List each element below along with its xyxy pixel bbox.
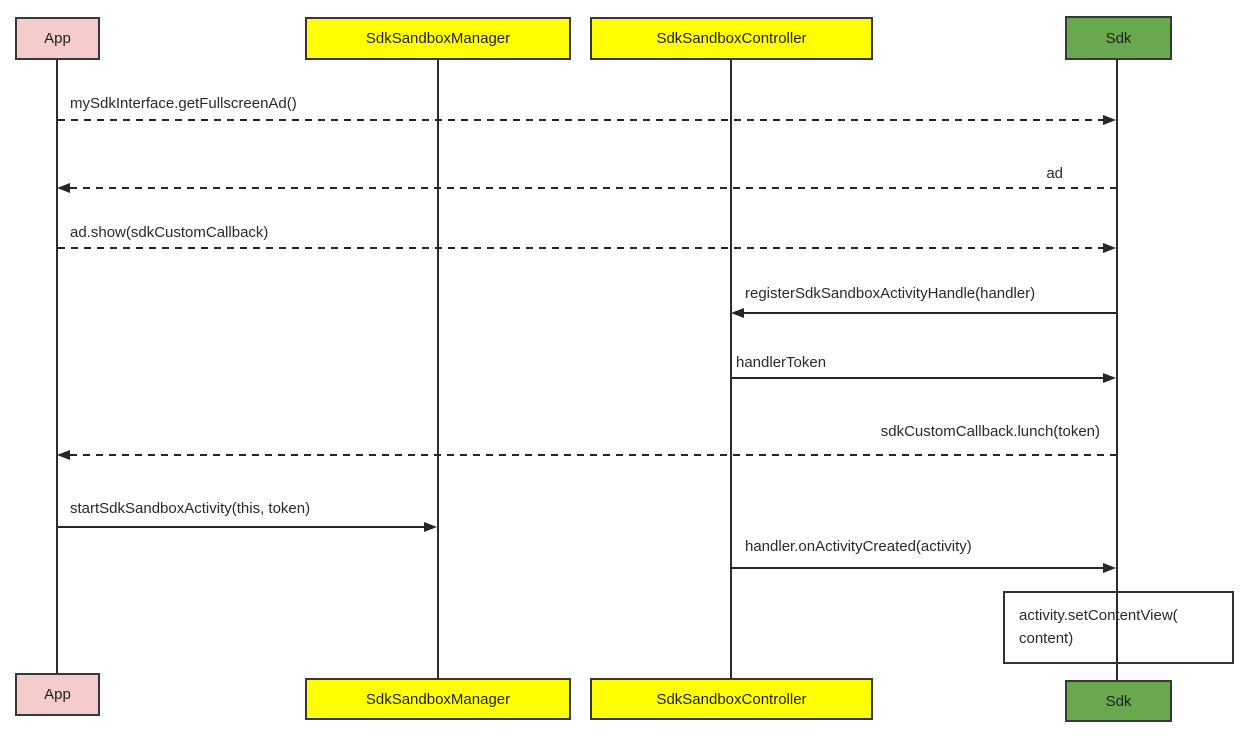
msg-1-arrowhead-right-icon [1103, 115, 1116, 125]
msg-2-arrowhead-left-icon [57, 183, 70, 193]
participant-app-bottom: App [15, 673, 100, 716]
msg-5-arrowhead-right-icon [1103, 373, 1116, 383]
participant-sdk-bottom: Sdk [1065, 680, 1172, 722]
msg-6-line [70, 454, 1117, 456]
msg-7-start-activity-label: startSdkSandboxActivity(this, token) [70, 500, 311, 517]
note-line-2: content) [1019, 630, 1074, 647]
msg-5-handler-token-label: handlerToken [736, 354, 827, 371]
msg-1-get-fullscreen-ad-label: mySdkInterface.getFullscreenAd() [70, 95, 297, 112]
msg-2-ad-label: ad [1046, 165, 1063, 182]
msg-8-arrowhead-right-icon [1103, 563, 1116, 573]
msg-4-register-handle-label: registerSdkSandboxActivityHandle(handler… [745, 285, 1036, 302]
note-set-content-view: activity.setContentView( content) [1003, 591, 1234, 664]
note-line-1: activity.setContentView( [1019, 607, 1178, 624]
participant-app-top: App [15, 17, 100, 60]
msg-3-ad-show-label: ad.show(sdkCustomCallback) [70, 224, 269, 241]
participant-sdksandboxmanager-label: SdkSandboxManager [365, 690, 511, 708]
participant-sdksandboxcontroller-top: SdkSandboxController [590, 17, 873, 60]
lifeline-sdk [1116, 60, 1118, 680]
msg-4-line [743, 312, 1117, 314]
participant-sdksandboxmanager-bottom: SdkSandboxManager [305, 678, 571, 720]
participant-app-label: App [44, 686, 71, 703]
msg-5-line [732, 377, 1105, 379]
lifeline-app [56, 60, 58, 673]
msg-1-line [58, 119, 1105, 121]
participant-sdk-label: Sdk [1105, 692, 1132, 710]
lifeline-sdksandboxcontroller [730, 59, 732, 678]
participant-sdk-label: Sdk [1105, 29, 1132, 47]
participant-sdksandboxmanager-top: SdkSandboxManager [305, 17, 571, 60]
msg-2-line [70, 187, 1117, 189]
participant-app-label: App [44, 30, 71, 47]
msg-4-arrowhead-left-icon [731, 308, 744, 318]
msg-7-arrowhead-right-icon [424, 522, 437, 532]
participant-sdksandboxcontroller-label: SdkSandboxController [656, 690, 807, 708]
msg-3-arrowhead-right-icon [1103, 243, 1116, 253]
participant-sdksandboxmanager-label: SdkSandboxManager [365, 30, 511, 47]
msg-6-arrowhead-left-icon [57, 450, 70, 460]
msg-8-on-activity-created-label: handler.onActivityCreated(activity) [745, 538, 972, 555]
participant-sdksandboxcontroller-bottom: SdkSandboxController [590, 678, 873, 720]
msg-8-line [732, 567, 1105, 569]
msg-3-line [58, 247, 1105, 249]
lifeline-sdksandboxmanager [437, 59, 439, 678]
participant-sdk-top: Sdk [1065, 16, 1172, 60]
msg-7-line [58, 526, 425, 528]
msg-6-callback-lunch-label: sdkCustomCallback.lunch(token) [880, 423, 1100, 440]
participant-sdksandboxcontroller-label: SdkSandboxController [656, 30, 807, 47]
